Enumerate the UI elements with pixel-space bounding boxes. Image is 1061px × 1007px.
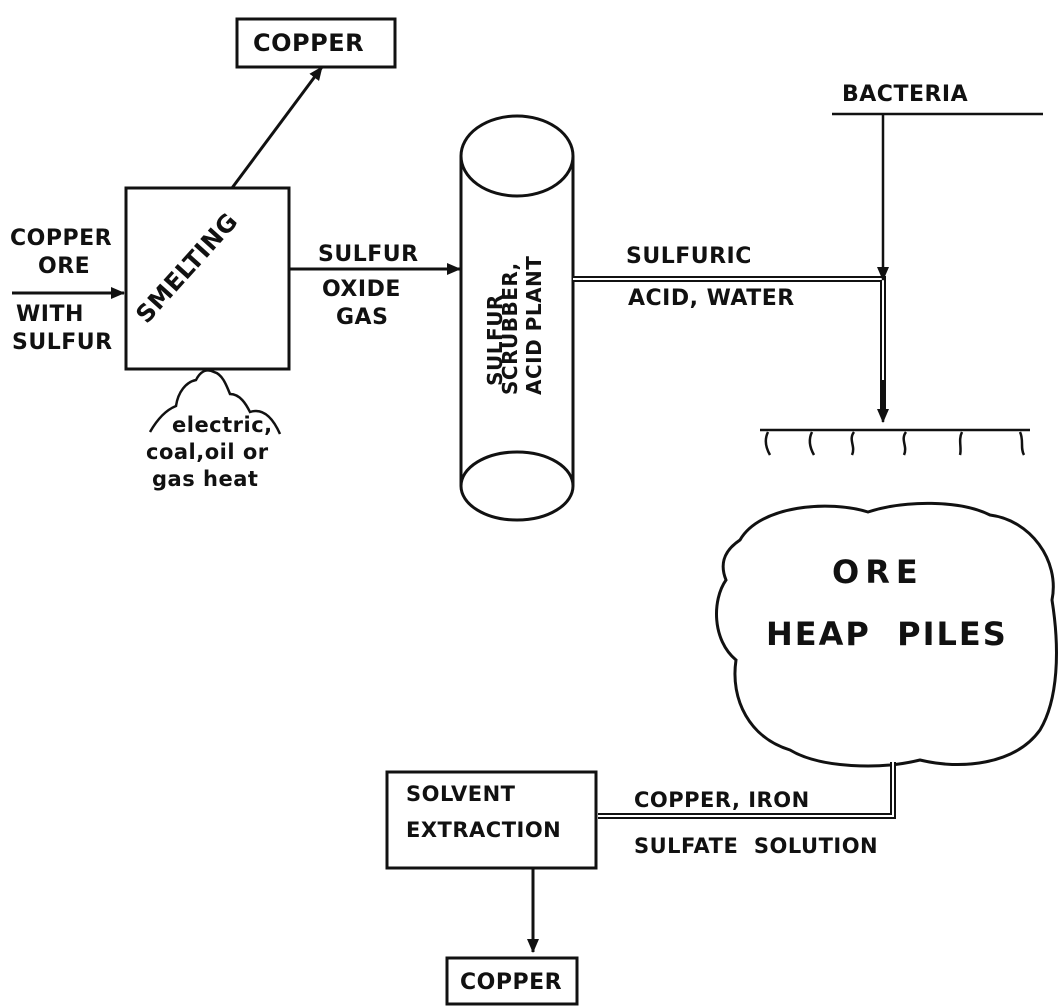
ore-heap-shape — [715, 501, 1058, 768]
scrubber-label-2: SCRUBBER, — [498, 262, 522, 395]
copper-ore-label-2: ORE — [38, 254, 91, 279]
sulfur-oxide-label-1: SULFUR — [318, 242, 419, 267]
arrow-smelting-to-copper — [230, 66, 324, 189]
solvent-label-1: SOLVENT — [406, 782, 516, 806]
sulfuric-label-1: SULFURIC — [626, 244, 752, 269]
copper-ore-label-1: COPPER — [10, 226, 113, 251]
flame-icon — [148, 369, 282, 435]
solution-label-2: SULFATE SOLUTION — [634, 834, 879, 858]
heap-label-1: ORE — [832, 553, 924, 591]
smelting-box — [124, 186, 291, 371]
solvent-label-2: EXTRACTION — [406, 818, 562, 842]
copper-top-label: COPPER — [253, 29, 365, 57]
ground-surface — [760, 428, 1030, 456]
solution-pipe-inner — [598, 762, 894, 817]
scrubber-label-3: ACID PLANT — [522, 255, 546, 395]
heat-label-3: gas heat — [152, 467, 259, 491]
copper-bottom-label: COPPER — [460, 970, 563, 995]
heap-label-2: HEAP PILES — [766, 615, 1008, 653]
solvent-extraction-box — [385, 770, 598, 870]
copper-bottom-box — [445, 956, 579, 1006]
sulfur-oxide-label-3: GAS — [336, 305, 389, 330]
heat-label-2: coal,oil or — [146, 440, 269, 464]
heat-label-1: electric, — [172, 413, 273, 437]
sulfur-oxide-label-2: OXIDE — [322, 277, 401, 302]
scrubber-cylinder — [459, 114, 575, 522]
with-sulfur-label-1: WITH — [16, 302, 84, 327]
bacteria-label: BACTERIA — [842, 82, 969, 107]
with-sulfur-label-2: SULFUR — [12, 330, 113, 355]
solution-label-1: COPPER, IRON — [634, 788, 810, 812]
sulfuric-label-2: ACID, WATER — [628, 286, 795, 311]
